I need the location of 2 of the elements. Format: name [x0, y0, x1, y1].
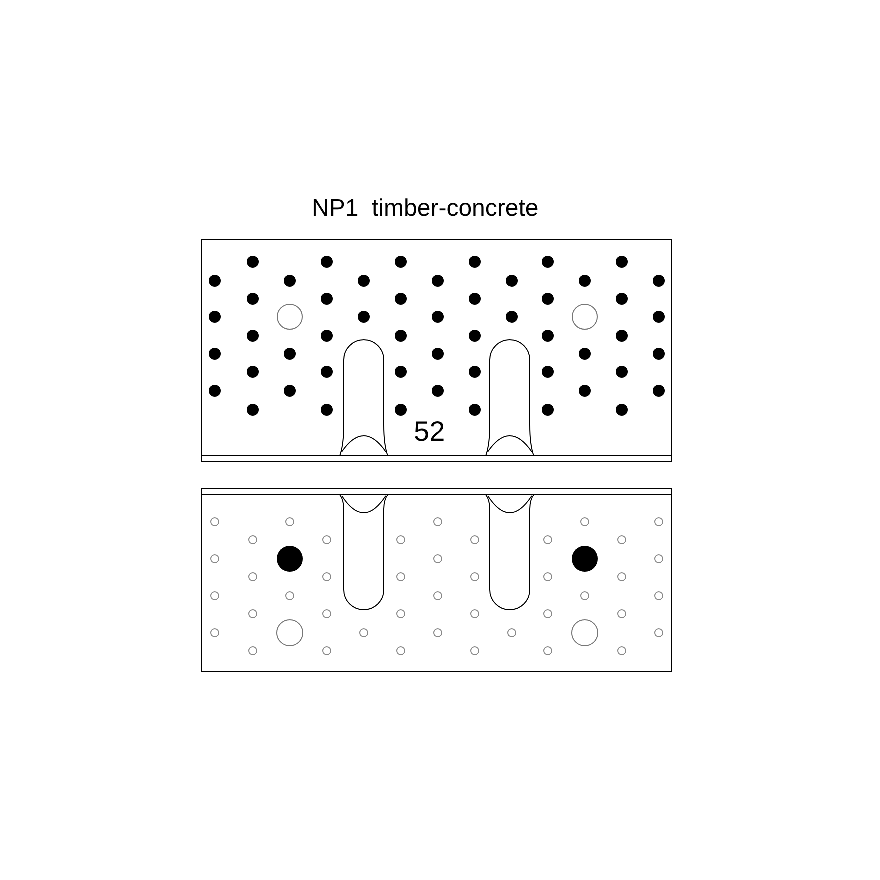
- dimension-value: 52: [414, 418, 446, 446]
- drawing-title: NP1 timber-concrete: [312, 197, 539, 221]
